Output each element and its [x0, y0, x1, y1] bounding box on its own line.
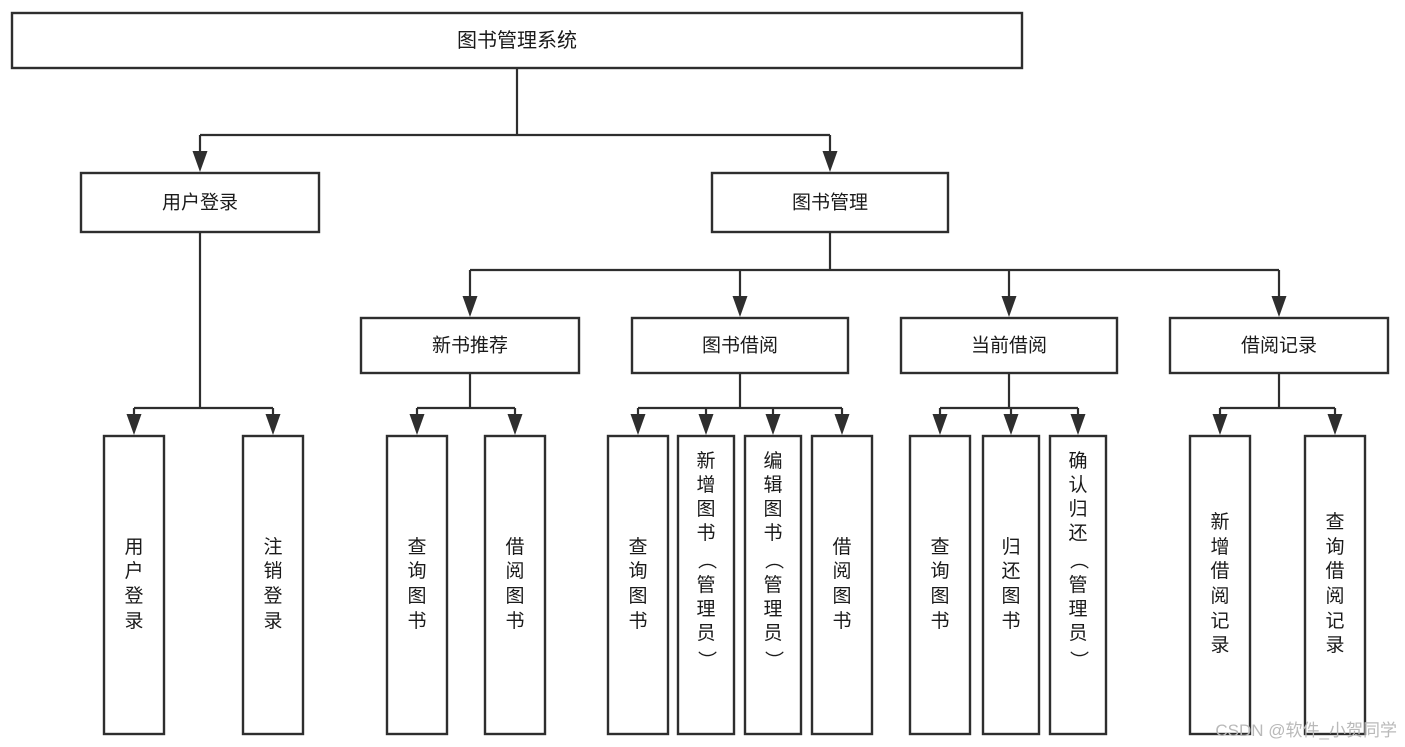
node-box	[908, 434, 972, 736]
node-leaf-user-login[interactable]	[102, 434, 166, 736]
arrow-head-icon	[698, 414, 714, 435]
node-leaf-add-book[interactable]	[676, 434, 736, 736]
arrow-head-icon	[1001, 296, 1017, 317]
node-leaf-user-logout[interactable]	[241, 434, 305, 736]
node-book-manage[interactable]: 图书管理	[710, 171, 950, 234]
node-leaf-return-book[interactable]	[981, 434, 1041, 736]
node-box	[810, 434, 874, 736]
arrow-head-icon	[630, 414, 646, 435]
node-leaf-confirm-return[interactable]	[1048, 434, 1108, 736]
arrow-head-icon	[1271, 296, 1287, 317]
node-label: 用户登录	[162, 192, 238, 214]
node-leaf-query-book-borrow[interactable]	[606, 434, 670, 736]
arrow-head-icon	[1003, 414, 1019, 435]
node-borrow-record[interactable]: 借阅记录	[1168, 316, 1390, 375]
arrow-head-icon	[765, 414, 781, 435]
node-box	[483, 434, 547, 736]
node-box	[385, 434, 449, 736]
node-label: 图书管理系统	[457, 29, 577, 52]
watermark-text: CSDN @软件_小贺同学	[1215, 721, 1397, 740]
node-leaf-borrow-book[interactable]	[810, 434, 874, 736]
arrow-head-icon	[462, 296, 478, 317]
node-leaf-query-record[interactable]	[1303, 434, 1367, 736]
node-box	[102, 434, 166, 736]
node-box	[981, 434, 1041, 736]
node-label: 新书推荐	[432, 335, 508, 357]
arrow-head-icon	[409, 414, 425, 435]
node-box	[1048, 434, 1108, 736]
arrow-head-icon	[732, 296, 748, 317]
arrow-head-icon	[822, 151, 838, 172]
arrow-head-icon	[126, 414, 142, 435]
node-label: 借阅记录	[1241, 335, 1317, 357]
node-leaf-add-record[interactable]	[1188, 434, 1252, 736]
node-box	[606, 434, 670, 736]
node-box	[630, 316, 850, 375]
node-box	[1168, 316, 1390, 375]
arrow-head-icon	[192, 151, 208, 172]
node-label: 图书借阅	[702, 335, 778, 357]
node-label: 当前借阅	[971, 335, 1047, 357]
node-current-borrow[interactable]: 当前借阅	[899, 316, 1119, 375]
node-label: 图书管理	[792, 192, 868, 214]
arrow-head-icon	[507, 414, 523, 435]
arrow-head-icon	[265, 414, 281, 435]
node-box	[1303, 434, 1367, 736]
node-new-book-rec[interactable]: 新书推荐	[359, 316, 581, 375]
connector-layer	[126, 68, 1343, 435]
node-leaf-borrow-book-rec[interactable]	[483, 434, 547, 736]
node-box	[79, 171, 321, 234]
arrow-head-icon	[1327, 414, 1343, 435]
node-box	[10, 11, 1024, 70]
node-leaf-query-book-rec[interactable]	[385, 434, 449, 736]
node-box	[241, 434, 305, 736]
arrow-head-icon	[1212, 414, 1228, 435]
node-user-login[interactable]: 用户登录	[79, 171, 321, 234]
node-box	[1188, 434, 1252, 736]
arrow-head-icon	[932, 414, 948, 435]
node-leaf-query-book-current[interactable]	[908, 434, 972, 736]
node-box	[743, 434, 803, 736]
arrow-head-icon	[1070, 414, 1086, 435]
node-box	[676, 434, 736, 736]
node-box	[710, 171, 950, 234]
arrow-head-icon	[834, 414, 850, 435]
node-book-borrow[interactable]: 图书借阅	[630, 316, 850, 375]
node-box	[359, 316, 581, 375]
node-box	[899, 316, 1119, 375]
node-root[interactable]: 图书管理系统	[10, 11, 1024, 70]
node-leaf-edit-book[interactable]	[743, 434, 803, 736]
